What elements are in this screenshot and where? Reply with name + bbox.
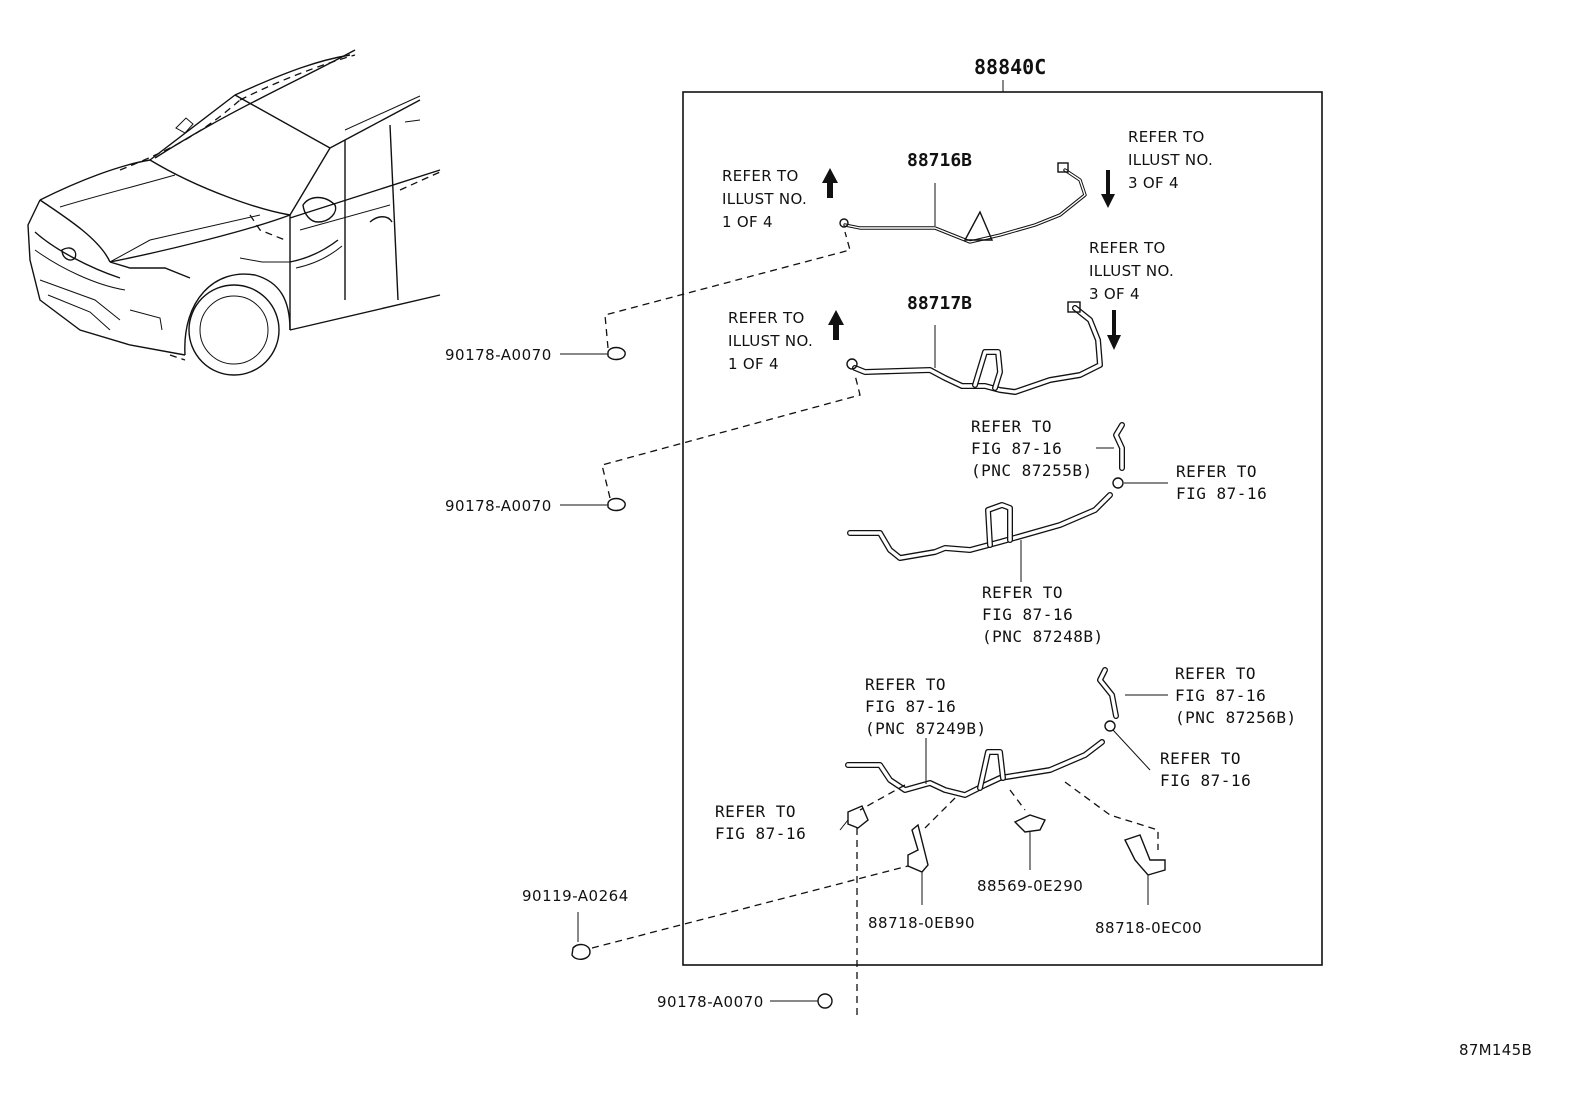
- refer-fig-clamp-lower: REFER TO FIG 87-16: [1160, 749, 1252, 790]
- part-label-bolt: 90119-A0264: [522, 887, 629, 905]
- refer-illust-rear-lower: REFER TO ILLUST NO. 3 OF 4: [1089, 239, 1175, 303]
- vehicle-sketch: [27, 49, 441, 376]
- refer-fig-bracket-clamp: REFER TO FIG 87-16: [715, 802, 807, 843]
- part-label-nut-2: 90178-A0070: [445, 497, 552, 515]
- refer-illust-rear-upper: REFER TO ILLUST NO. 3 OF 4: [1128, 128, 1214, 192]
- refer-fig-pipe-87248b: REFER TO FIG 87-16 (PNC 87248B): [982, 583, 1104, 646]
- tube-88717b: [828, 301, 1121, 395]
- pipe-group-87248b: [847, 422, 1168, 582]
- part-label-bracket-left: 88718-0EB90: [868, 914, 976, 932]
- part-label-clip: 88569-0E290: [977, 877, 1084, 895]
- part-label-nut-3: 90178-A0070: [657, 993, 764, 1011]
- part-label-nut-1: 90178-A0070: [445, 346, 552, 364]
- part-label-bracket-right: 88718-0EC00: [1095, 919, 1203, 937]
- tube-88716b: [822, 162, 1115, 244]
- refer-fig-clamp-upper: REFER TO FIG 87-16: [1176, 462, 1268, 503]
- refer-illust-front-upper: REFER TO ILLUST NO. 1 OF 4: [722, 167, 808, 231]
- diagram-code: 87M145B: [1459, 1041, 1533, 1059]
- part-number-88716b: 88716B: [907, 150, 973, 171]
- fasteners: [560, 231, 909, 1020]
- refer-fig-hose-87255b: REFER TO FIG 87-16 (PNC 87255B): [971, 417, 1093, 480]
- refer-fig-pipe-87249b: REFER TO FIG 87-16 (PNC 87249B): [865, 675, 987, 738]
- assembly-number: 88840C: [974, 55, 1047, 79]
- part-number-88717b: 88717B: [907, 293, 973, 314]
- pipe-group-87249b: [839, 667, 1168, 905]
- refer-fig-hose-87256b: REFER TO FIG 87-16 (PNC 87256B): [1175, 664, 1297, 727]
- refer-illust-front-lower: REFER TO ILLUST NO. 1 OF 4: [728, 309, 814, 373]
